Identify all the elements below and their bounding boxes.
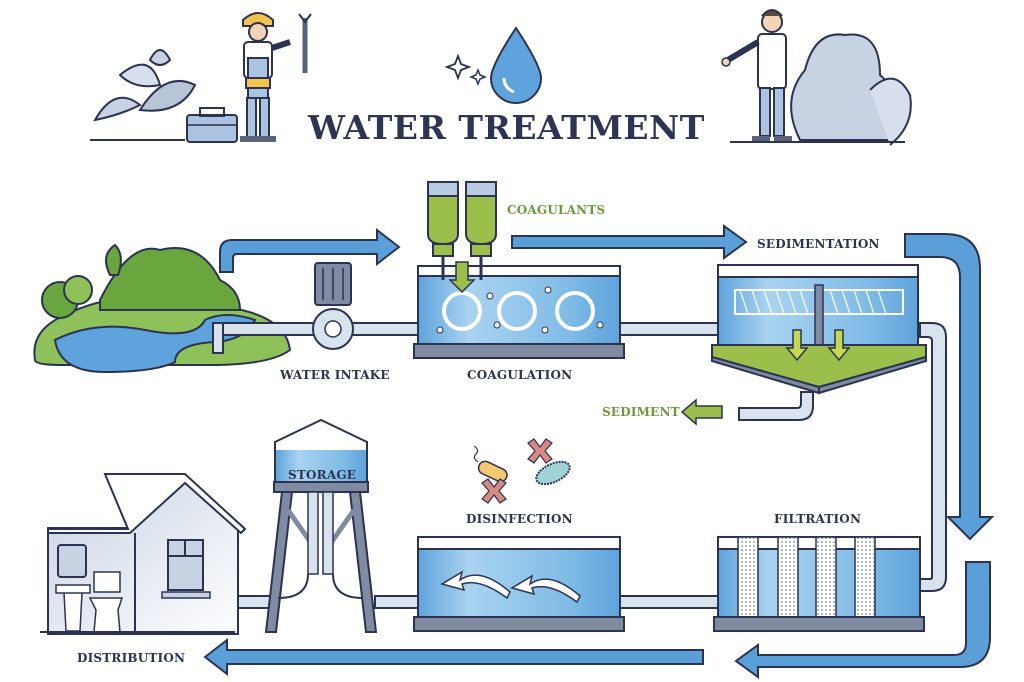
page-title: WATER TREATMENT [308, 108, 705, 147]
water-tower-icon [264, 418, 378, 633]
pump-icon [312, 262, 354, 350]
label-filtration: FILTRATION [774, 512, 862, 526]
flow-arrow-sedimentation-to-filtration [904, 233, 995, 541]
coagulant-bottles [427, 181, 497, 294]
flow-arrow-coagulation-to-sedimentation [511, 224, 748, 260]
label-disinfection: DISINFECTION [466, 512, 573, 526]
bacteria-icon [473, 445, 571, 486]
water-source-landscape [33, 243, 292, 374]
worker-with-wrench-icon [240, 12, 312, 142]
sparkle-icon [444, 53, 488, 87]
label-coagulation: COAGULATION [467, 368, 573, 382]
filtration-tank [713, 536, 925, 632]
label-storage: STORAGE [288, 468, 357, 482]
label-sedimentation: SEDIMENTATION [757, 237, 880, 251]
flow-arrow-intake-to-coagulation [219, 227, 401, 273]
label-coagulants: COAGULANTS [507, 203, 606, 217]
toolbox-icon [186, 107, 238, 143]
sedimentation-tank [711, 264, 927, 395]
label-distribution: DISTRIBUTION [77, 651, 186, 665]
label-water-intake: WATER INTAKE [280, 368, 390, 382]
label-sediment: SEDIMENT [602, 405, 680, 419]
scientist-icon [721, 9, 792, 142]
pipe [212, 322, 947, 609]
coagulation-tank [413, 265, 625, 359]
bush-icon [730, 33, 912, 146]
cross-icon [481, 438, 553, 504]
disinfection-tank [413, 536, 625, 632]
sediment-arrow [680, 398, 723, 426]
plant-icon [90, 49, 197, 141]
flow-arrow-filtration-to-disinfection [734, 561, 991, 679]
flow-arrow-to-distribution [203, 637, 704, 677]
water-drop-icon [489, 26, 543, 104]
house-icon [40, 473, 247, 635]
